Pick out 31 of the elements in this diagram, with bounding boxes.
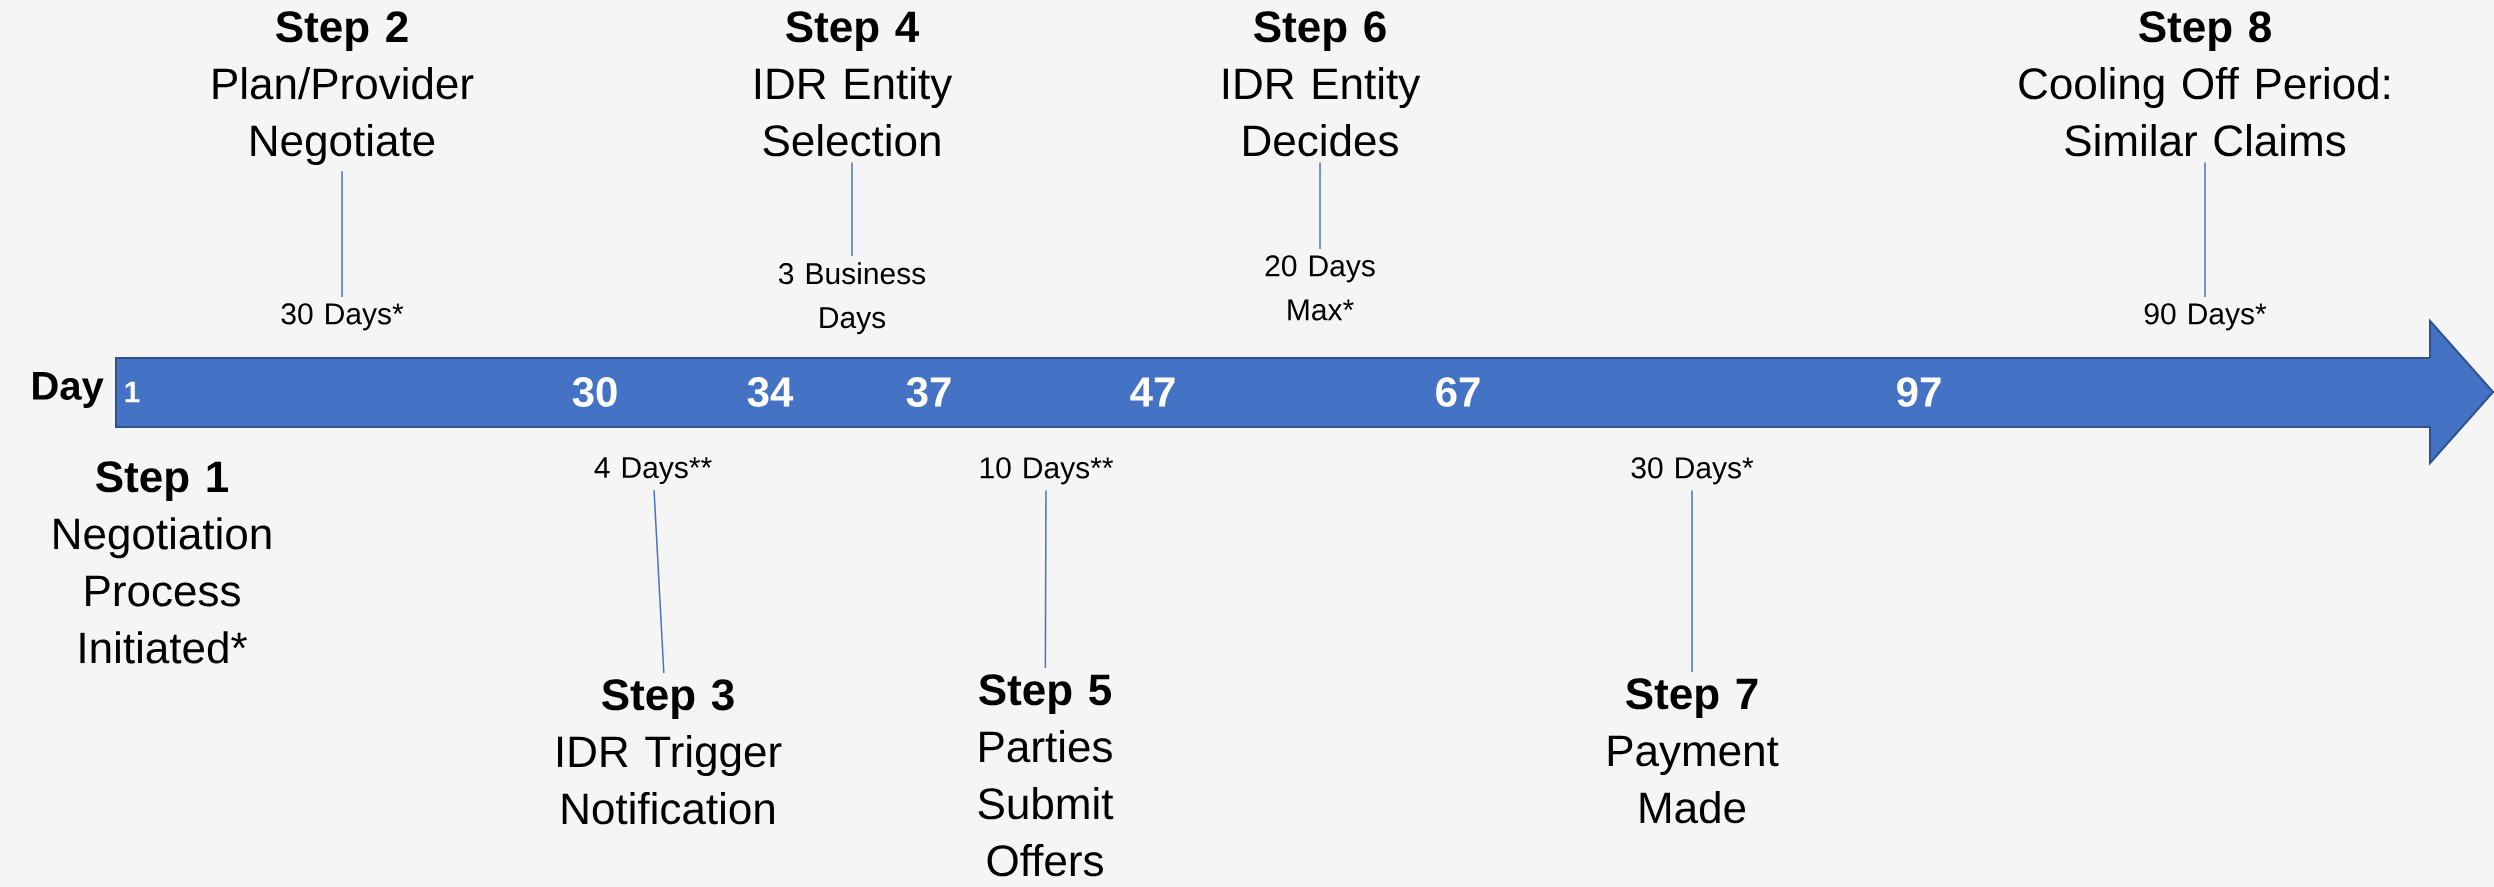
- duration-label: 30 Days*: [1631, 457, 1754, 485]
- step-text: Step 5 Parties Submit Offers: [978, 674, 1114, 877]
- duration-label: 90 Days*: [2144, 303, 2267, 331]
- step-text: Step 7 Payment Made: [1608, 678, 1779, 824]
- day-number: 34: [747, 377, 794, 407]
- day-number: 37: [906, 377, 951, 407]
- leader-line: [851, 161, 853, 257]
- day-number: 1: [125, 381, 140, 403]
- day-number: 67: [1436, 377, 1480, 407]
- day-number: 30: [572, 377, 617, 407]
- day-label: Day: [33, 372, 104, 408]
- leader-line: [341, 170, 343, 298]
- step-text: Step 4 IDR Entity Selection: [755, 11, 953, 157]
- leader-line: [1044, 489, 1047, 669]
- step-text: Step 6 IDR Entity Decides: [1223, 11, 1421, 157]
- duration-label: 30 Days*: [281, 303, 404, 331]
- day-number: 97: [1897, 377, 1941, 407]
- leader-line: [653, 489, 665, 674]
- duration-label: 4 Days**: [594, 457, 712, 485]
- leader-line: [1691, 489, 1693, 673]
- leader-line: [2204, 161, 2206, 298]
- duration-label: 3 Business Days: [778, 262, 926, 335]
- day-number: 47: [1130, 377, 1175, 407]
- step-text: Step 2 Plan/Provider Negotiate: [213, 11, 474, 166]
- duration-label: 20 Days Max*: [1265, 255, 1375, 321]
- leader-line: [1319, 161, 1321, 250]
- step-heading: Step 1: [96, 461, 228, 502]
- duration-label: 10 Days**: [980, 457, 1114, 485]
- step-description: Negotiation Process Initiated*: [54, 517, 271, 664]
- step-text: Step 3 IDR Trigger Notification: [558, 679, 782, 825]
- step-text: Step 8 Cooling Off Period: Similar Claims: [2019, 11, 2389, 157]
